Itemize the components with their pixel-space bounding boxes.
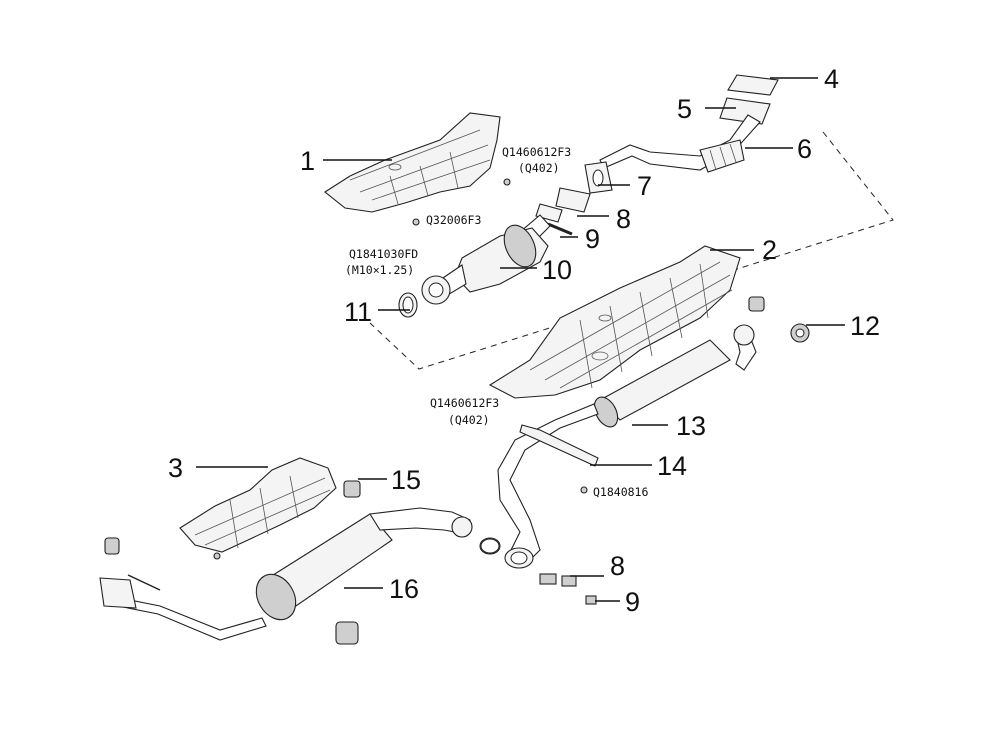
- callout-9-lower: 9: [625, 587, 640, 617]
- bolt-icon: [503, 178, 511, 186]
- flange-bolts-upper: [535, 187, 591, 236]
- callout-12: 12: [850, 311, 880, 341]
- bolt-icon: [412, 218, 420, 226]
- code-m10-thread: (M10×1.25): [345, 263, 414, 277]
- callout-1: 1: [300, 146, 315, 176]
- code-q1841030fd: Q1841030FD: [349, 247, 418, 261]
- callout-9-upper: 9: [585, 224, 600, 254]
- callout-3: 3: [168, 453, 183, 483]
- heat-shield-rear: [179, 457, 337, 553]
- heat-shield-center: [488, 245, 741, 399]
- callout-10: 10: [542, 255, 572, 285]
- dashed-group-outline: [369, 131, 894, 370]
- callout-13: 13: [676, 411, 706, 441]
- hanger-bracket-14: [519, 424, 599, 467]
- code-q1460612f3-lower: Q1460612F3: [430, 396, 499, 410]
- callout-7: 7: [637, 171, 652, 201]
- heat-shield-upper: [324, 112, 501, 213]
- callout-15: 15: [391, 465, 421, 495]
- center-muffler: [497, 324, 757, 563]
- callout-5: 5: [677, 94, 692, 124]
- rubber-hanger-upper: [748, 296, 765, 312]
- callout-6: 6: [797, 134, 812, 164]
- callout-11: 11: [344, 297, 372, 327]
- rubber-hanger-bottom: [335, 621, 359, 645]
- code-q402-lower: (Q402): [448, 413, 490, 427]
- callout-2: 2: [762, 235, 777, 265]
- code-q1460612f3-upper: Q1460612F3: [502, 145, 571, 159]
- rubber-hanger-15: [343, 480, 361, 498]
- gasket-ring-11: [398, 292, 418, 318]
- front-pipe: [599, 74, 779, 173]
- callout-16: 16: [389, 574, 419, 604]
- rubber-hanger-12: [790, 323, 810, 343]
- code-q32006f3: Q32006F3: [426, 213, 481, 227]
- rear-muffler: [99, 507, 500, 641]
- code-q1840816: Q1840816: [593, 485, 648, 499]
- callout-14: 14: [657, 451, 687, 481]
- catalytic-converter: [421, 214, 551, 305]
- bolt-icon: [580, 486, 588, 494]
- callout-4: 4: [824, 64, 839, 94]
- callout-8-lower: 8: [610, 551, 625, 581]
- callout-8-upper: 8: [616, 204, 631, 234]
- code-q402-upper: (Q402): [518, 161, 560, 175]
- bolt-icon: [213, 552, 221, 560]
- rubber-hanger-left: [104, 537, 120, 555]
